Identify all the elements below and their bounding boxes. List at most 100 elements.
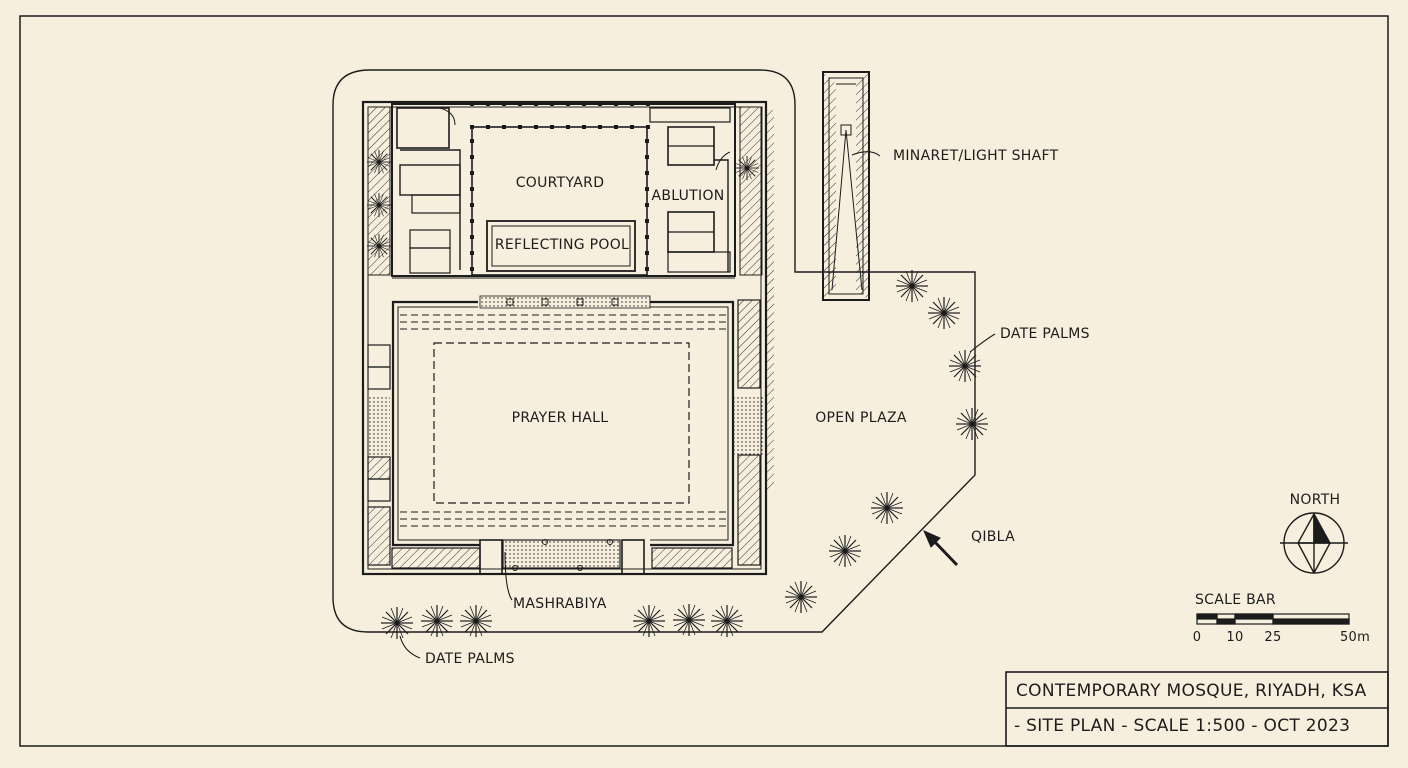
mashrabiya-marker (542, 539, 548, 545)
drawing-border (19, 15, 1389, 747)
column (470, 251, 474, 255)
date-palm-icon (380, 606, 414, 640)
threshold-marker (506, 298, 514, 306)
column (502, 125, 506, 129)
title-block-subtitle: - SITE PLAN - SCALE 1:500 - OCT 2023 (1014, 716, 1351, 736)
qibla-label: QIBLA (971, 529, 1015, 545)
west-hatched-wing (367, 106, 391, 276)
column (470, 171, 474, 175)
scale-tick-10: 10 (1226, 630, 1244, 645)
open-plaza-label: OPEN PLAZA (815, 410, 907, 426)
column (518, 125, 522, 129)
column (534, 102, 538, 106)
mashrabiya-marker (512, 565, 518, 571)
column (550, 125, 554, 129)
column (646, 102, 650, 106)
scale-tick-0: 0 (1192, 630, 1202, 645)
column (646, 125, 650, 129)
column (645, 171, 649, 175)
column (470, 102, 474, 106)
west-room-3 (409, 229, 451, 249)
date-palm-icon (955, 407, 989, 441)
mashrabiya-label: MASHRABIYA (513, 596, 607, 612)
column (470, 155, 474, 159)
reflecting-pool-label: REFLECTING POOL (494, 237, 630, 253)
column (470, 139, 474, 143)
column (645, 139, 649, 143)
column (470, 267, 474, 271)
column (470, 235, 474, 239)
column (598, 125, 602, 129)
palms-right-leader (969, 333, 996, 353)
east-room-corner (649, 107, 731, 123)
column (550, 102, 554, 106)
north-block (391, 103, 736, 277)
qibla-arrow (923, 530, 959, 567)
reflecting-pool-outer (486, 220, 636, 272)
column (614, 102, 618, 106)
reflecting-pool-inner (491, 225, 631, 267)
column (566, 102, 570, 106)
date-palm-icon (672, 603, 706, 637)
column (645, 219, 649, 223)
column (630, 102, 634, 106)
date-palm-icon (828, 534, 862, 568)
scale-bar-title: SCALE BAR (1195, 592, 1276, 608)
perimeter-wall-outer (361, 100, 768, 576)
scale-bar-graphic (1196, 613, 1350, 625)
column (645, 251, 649, 255)
west-room-1 (399, 164, 461, 196)
perimeter-wall-inner (367, 106, 762, 570)
prayer-hall-label: PRAYER HALL (511, 410, 609, 426)
threshold-marker (541, 298, 549, 306)
column (582, 125, 586, 129)
threshold-marker (576, 298, 584, 306)
column (645, 203, 649, 207)
north-arrow (1280, 512, 1348, 574)
date-palm-icon (870, 491, 904, 525)
column (486, 102, 490, 106)
column (645, 155, 649, 159)
scale-tick-50: 50m (1339, 630, 1371, 645)
column (486, 125, 490, 129)
minaret-label: MINARET/LIGHT SHAFT (893, 148, 1059, 164)
west-room-4 (409, 247, 451, 274)
courtyard-label: COURTYARD (515, 175, 605, 191)
column (470, 219, 474, 223)
date-palms-bottom-label: DATE PALMS (425, 651, 515, 667)
date-palms-right-label: DATE PALMS (1000, 326, 1090, 342)
column (470, 187, 474, 191)
west-room-top (396, 107, 450, 149)
palms-bottom-leader (399, 635, 421, 659)
mashrabiya-screen (502, 539, 621, 569)
courtyard-columns (470, 102, 650, 271)
column (534, 125, 538, 129)
site-boundary (332, 69, 976, 633)
title-block-frame (1005, 671, 1389, 747)
column (645, 235, 649, 239)
date-palm-icon (927, 296, 961, 330)
threshold-marker (611, 298, 619, 306)
title-block-title: CONTEMPORARY MOSQUE, RIYADH, KSA (1016, 681, 1367, 701)
scale-tick-25: 25 (1264, 630, 1282, 645)
column (518, 102, 522, 106)
east-room-bottom (667, 251, 731, 273)
column (645, 267, 649, 271)
column (502, 102, 506, 106)
west-room-2 (411, 194, 461, 214)
date-palm-icon (948, 349, 982, 383)
date-palm-icon (895, 269, 929, 303)
column (614, 125, 618, 129)
east-hatched-wing (739, 106, 763, 276)
column (566, 125, 570, 129)
column (470, 203, 474, 207)
ablution-label: ABLUTION (651, 188, 725, 204)
column (582, 102, 586, 106)
minaret-leader (851, 151, 881, 157)
north-label: NORTH (1289, 492, 1341, 508)
courtyard-boundary (471, 126, 648, 276)
column (598, 102, 602, 106)
column (630, 125, 634, 129)
column (470, 125, 474, 129)
